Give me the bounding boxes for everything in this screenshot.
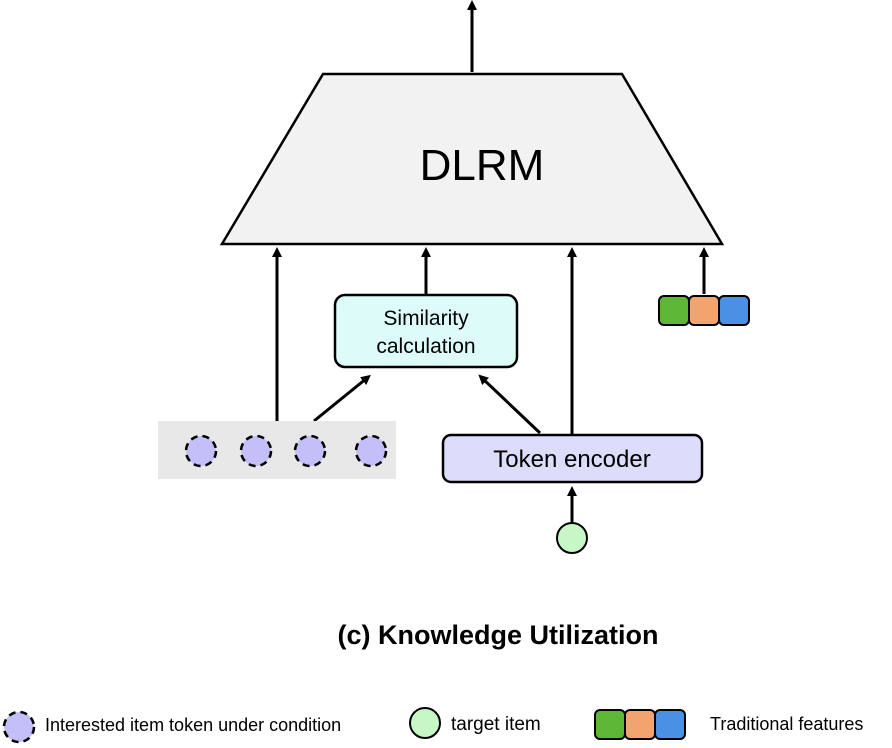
legend-traditional-features-label: Traditional features	[710, 714, 863, 734]
legend-interest-token-label: Interested item token under condition	[45, 715, 341, 735]
dlrm-label: DLRM	[420, 141, 545, 190]
dlrm-block	[219, 72, 725, 246]
legend-target-item-label: target item	[451, 714, 541, 735]
encoder-to-similarity-arrow	[478, 374, 542, 435]
similarity-label-line2: calculation	[376, 335, 475, 358]
similarity-label-line1: Similarity	[383, 307, 469, 330]
legend-feature-orange	[624, 709, 656, 740]
traditional-features-stack	[658, 295, 750, 326]
legend-feature-blue	[654, 709, 686, 740]
legend-target-item-icon	[409, 707, 441, 739]
interest-token	[239, 434, 273, 468]
legend-interest-token-icon	[2, 710, 36, 744]
feature-green	[658, 295, 690, 326]
interest-token	[184, 434, 218, 468]
feature-orange	[688, 295, 720, 326]
figure-caption: (c) Knowledge Utilization	[338, 620, 659, 650]
interest-token	[354, 434, 388, 468]
token-encoder-label: Token encoder	[493, 446, 650, 473]
feature-blue	[718, 295, 750, 326]
similarity-calculation-box	[333, 293, 519, 369]
token-encoder-box	[441, 433, 704, 484]
tokens-to-similarity-arrow	[313, 374, 371, 423]
legend: Interested item token under condition ta…	[2, 707, 863, 744]
target-item	[556, 522, 588, 554]
interest-token	[293, 434, 327, 468]
legend-feature-green	[594, 709, 626, 740]
